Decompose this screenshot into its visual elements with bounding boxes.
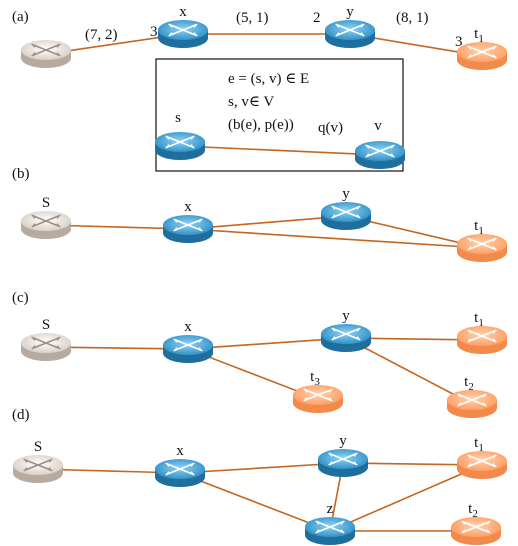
legend-node-s-label: s — [175, 110, 181, 126]
node-label-p1-x: x — [184, 199, 192, 215]
legend-q-label: q(v) — [318, 120, 343, 136]
legend-node-v-label: v — [374, 118, 382, 134]
panel-label-c: (c) — [12, 290, 29, 306]
panel-label-d: (d) — [12, 407, 30, 423]
node-number-t1: 3 — [455, 34, 463, 50]
router-icon-legend-v — [355, 141, 405, 169]
source-device-icon-p2-S — [21, 333, 71, 361]
node-label-p1-S: S — [42, 195, 50, 211]
target-device-icon-p2-t1 — [457, 326, 507, 354]
router-icon-p3-z — [305, 517, 355, 545]
router-icon-p1-y — [321, 202, 371, 230]
target-device-icon-p3-t1 — [457, 451, 507, 479]
target-device-icon-p0-t1 — [457, 42, 507, 70]
target-device-icon-p1-t1 — [457, 234, 507, 262]
source-device-icon-p1-S — [21, 211, 71, 239]
router-icon-p0-y — [325, 20, 375, 48]
node-label-p2-y: y — [342, 308, 350, 324]
router-icon-p0-x — [158, 20, 208, 48]
edge-label-y-t1: (8, 1) — [396, 10, 429, 26]
node-label-p2-x: x — [184, 319, 192, 335]
target-device-icon-p2-t2 — [447, 390, 497, 418]
panel-label-a: (a) — [12, 9, 29, 25]
legend-line-3: (b(e), p(e)) — [228, 117, 294, 133]
node-label-p3-y: y — [339, 433, 347, 449]
node-label-p2-t1: t1 — [474, 310, 484, 329]
legend-line-1: e = (s, v) ∈ E — [228, 71, 309, 87]
legend-line-2: s, v∈ V — [228, 94, 274, 110]
node-label-p3-z: z — [327, 501, 334, 517]
node-number-x: 3 — [150, 24, 158, 40]
router-icon-p2-x — [163, 335, 213, 363]
node-label-p2-t3: t3 — [310, 369, 320, 388]
router-icon-p1-x — [163, 215, 213, 243]
node-label-p0-y: y — [346, 4, 354, 20]
edge-label-x-y: (5, 1) — [236, 10, 269, 26]
router-icon-p3-y — [318, 449, 368, 477]
node-label-p0-x: x — [179, 4, 187, 20]
nodes-layer — [13, 20, 507, 545]
node-label-p3-S: S — [34, 439, 42, 455]
node-label-p3-t1: t1 — [474, 435, 484, 454]
node-label-p2-S: S — [42, 317, 50, 333]
node-label-p2-t2: t2 — [464, 374, 474, 393]
source-device-icon-p3-S — [13, 455, 63, 483]
panel-label-b: (b) — [12, 166, 30, 182]
router-icon-p2-y — [321, 324, 371, 352]
node-label-p1-t1: t1 — [474, 218, 484, 237]
node-label-p1-y: y — [342, 186, 350, 202]
router-icon-p3-x — [155, 459, 205, 487]
router-icon-legend-s — [155, 132, 205, 160]
node-number-y: 2 — [313, 10, 321, 26]
node-label-p3-t2: t2 — [468, 501, 478, 520]
edge-label-s-x: (7, 2) — [85, 27, 118, 43]
target-device-icon-p3-t2 — [451, 517, 501, 545]
target-device-icon-p2-t3 — [293, 385, 343, 413]
node-label-p0-t1: t1 — [474, 26, 484, 45]
source-device-icon-p0-s — [21, 40, 71, 68]
node-label-p3-x: x — [176, 443, 184, 459]
